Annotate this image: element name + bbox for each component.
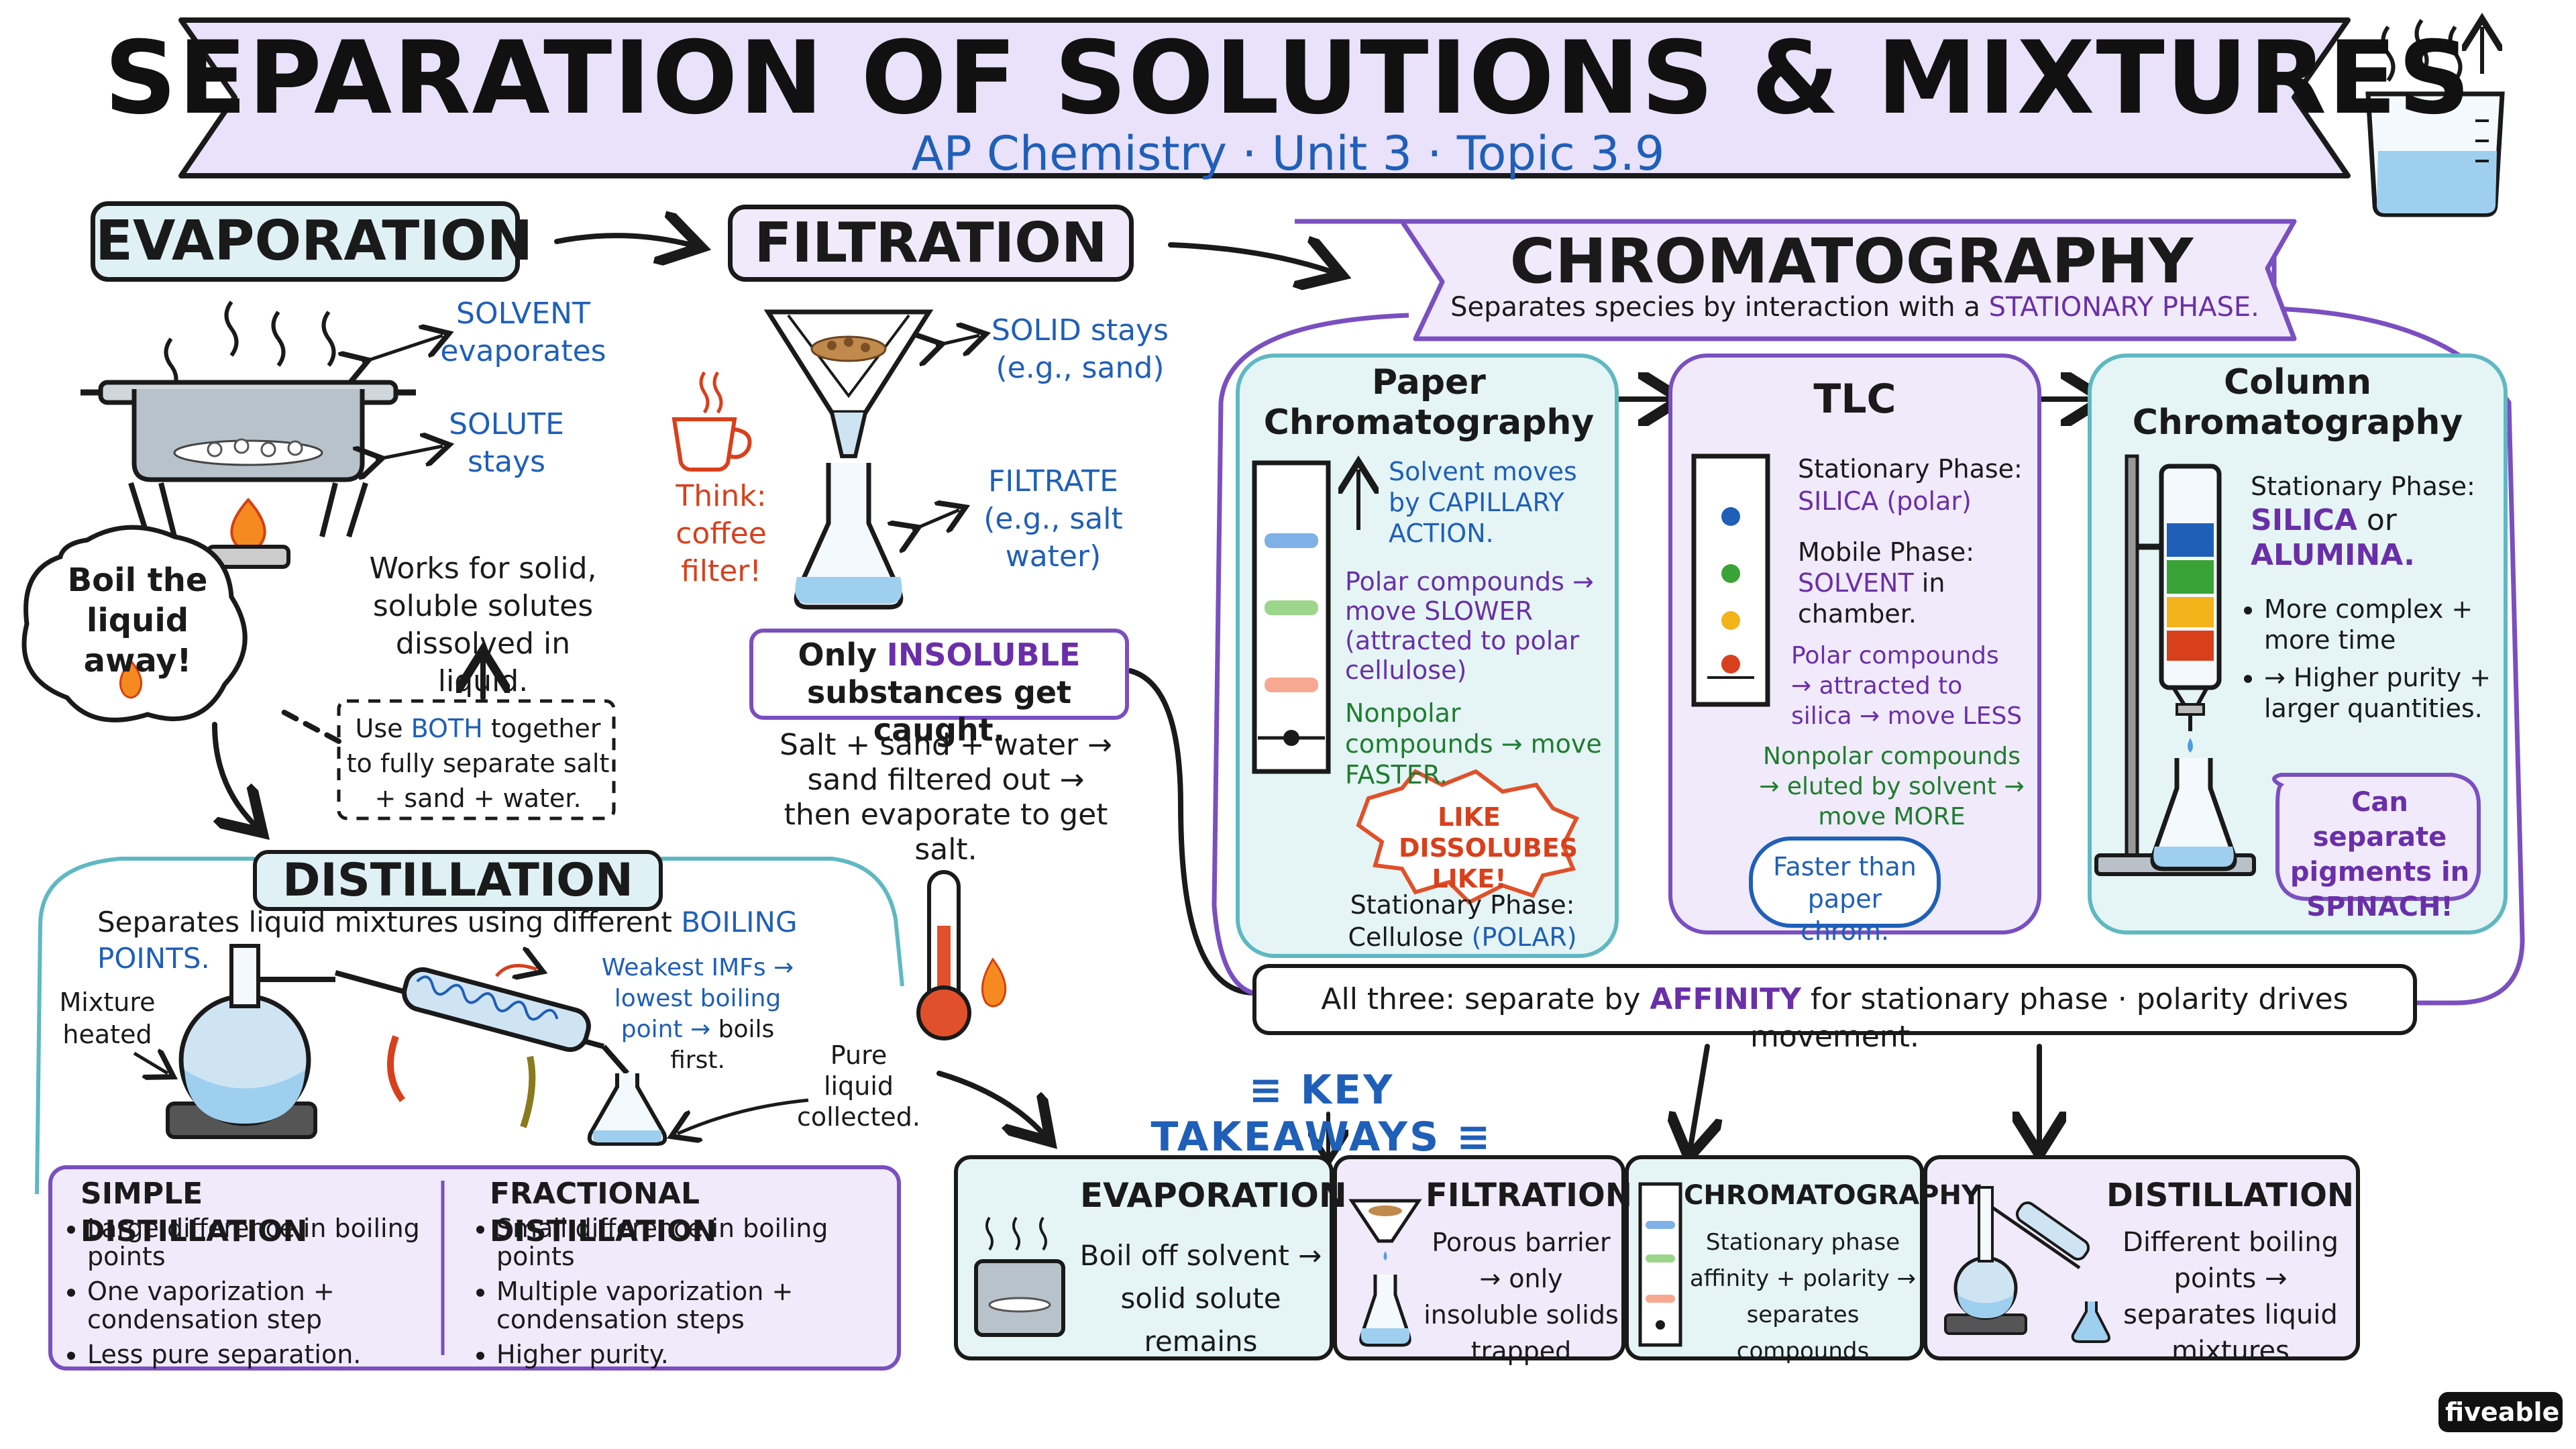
spinach-note: Can separate pigments in SPINACH! — [2290, 787, 2470, 922]
evaporation-heading: EVAPORATION — [91, 201, 533, 282]
mini-strip-icon — [1638, 1182, 1682, 1347]
chromatography-subhead: Separates species by interaction with a … — [1450, 292, 2259, 323]
simple-distillation-title: SIMPLE DISTILLATION — [80, 1177, 308, 1248]
spinach-badge — [2272, 773, 2481, 901]
filtration-heading: FILTRATION — [728, 205, 1134, 282]
list-item: Multiple vaporization + condensation ste… — [496, 1277, 912, 1334]
solid-label: SOLID stays(e.g., sand) — [991, 313, 1169, 385]
sparkle-icon: ≡ — [1440, 1114, 1493, 1161]
list-item: Less pure separation. — [87, 1340, 463, 1368]
column-stationary: Stationary Phase: SILICA or ALUMINA. — [2251, 472, 2475, 572]
takeaway-title: FILTRATION — [1426, 1177, 1632, 1214]
takeaway-body: Boil off solvent → solid solute remains — [1079, 1239, 1322, 1358]
chromatography-footer-box — [1252, 964, 2417, 1035]
like-dissolves-text: LIKE DISSOLUBES LIKE! — [1399, 802, 1578, 894]
takeaway-body: Stationary phase affinity + polarity → s… — [1689, 1229, 1917, 1364]
column-bullet: → Higher purity + larger quantities. — [2264, 662, 2519, 724]
flow-arrows — [212, 235, 2093, 1154]
column-title: Column Chromatography — [2132, 362, 2463, 443]
takeaway-card-chromatography — [1625, 1155, 1924, 1360]
combo-box — [337, 699, 616, 820]
imf-note: Weakest IMFs → lowest boiling point → bo… — [601, 954, 794, 1074]
chromatography-heading: CHROMATOGRAPHY — [1509, 225, 2194, 297]
simple-distillation-list: Large difference in boiling points One v… — [60, 1214, 463, 1375]
thermometer-icon — [916, 870, 1007, 1040]
pure-liquid-label: Pure liquid collected. — [796, 1040, 920, 1132]
evaporation-pot — [80, 301, 443, 569]
tlc-stationary: Stationary Phase:SILICA (polar) — [1798, 454, 2023, 516]
title-banner — [178, 17, 2351, 178]
takeaway-body: Porous barrier → only insoluble solids t… — [1424, 1228, 1619, 1366]
insoluble-callout-box — [749, 629, 1129, 720]
filtration-funnel — [763, 309, 979, 610]
column-apparatus — [2094, 454, 2256, 876]
tlc-plate — [1691, 453, 1770, 707]
chromatography-footer: All three: separate by AFFINITY for stat… — [1321, 982, 2349, 1054]
paper-strip — [1252, 463, 1358, 774]
tlc-faster-note: Faster than paper chrom. — [1773, 852, 1917, 946]
faster-badge — [1749, 837, 1941, 928]
filtration-steps: Salt + sand + water → sand filtered out … — [780, 728, 1112, 867]
fractional-distillation-title: FRACTIONAL DISTILLATION — [490, 1177, 717, 1248]
takeaway-body: Different boiling points → separates liq… — [2123, 1227, 2339, 1366]
list-item: Small difference in boiling points — [496, 1214, 912, 1271]
mixture-heated-label: Mixture heated — [59, 987, 156, 1049]
filtrate-label: FILTRATE(e.g., salt water) — [983, 464, 1123, 574]
coffee-filter-note: Think: coffee filter! — [676, 479, 767, 588]
boil-bubble — [21, 525, 248, 722]
paper-note-capillary: Solvent moves by CAPILLARY ACTION. — [1389, 457, 1577, 548]
tlc-mobile: Mobile Phase: SOLVENT in chamber. — [1798, 537, 1974, 629]
evaporation-note: Works for solid, soluble solutes dissolv… — [369, 551, 597, 698]
distillation-apparatus — [133, 944, 809, 1146]
key-takeaways-heading: ≡ KEY TAKEAWAYS ≡ — [1150, 1067, 1493, 1161]
paper-note-nonpolar: Nonpolar compounds → move FASTER. — [1345, 698, 1602, 790]
sparkle-icon: ≡ — [1248, 1067, 1301, 1114]
distillation-subhead: Separates liquid mixtures using differen… — [97, 906, 798, 975]
mini-funnel-icon — [1348, 1199, 1422, 1347]
distillation-types-box — [48, 1165, 901, 1371]
takeaway-title: DISTILLATION — [2106, 1177, 2355, 1214]
paper-note-polar: Polar compounds → move SLOWER (attracted… — [1345, 567, 1594, 685]
column-bullet: More complex + more time — [2264, 594, 2519, 655]
distillation-heading: DISTILLATION — [282, 854, 633, 907]
page-subtitle: AP Chemistry · Unit 3 · Topic 3.9 — [911, 126, 1665, 181]
tlc-polar-note: Polar compounds → attracted to silica → … — [1791, 642, 2023, 730]
insoluble-note: Only INSOLUBLE substances get caught. — [798, 637, 1081, 748]
paper-title: Paper Chromatography — [1263, 362, 1595, 443]
mini-still-icon — [1944, 1186, 2110, 1343]
list-item: Higher purity. — [496, 1340, 912, 1368]
brand-logo: fiveable — [2445, 1397, 2560, 1427]
takeaway-title: EVAPORATION — [1080, 1176, 1347, 1215]
takeaway-title: CHROMATOGRAPHY — [1684, 1180, 1981, 1211]
mini-pot-icon — [974, 1216, 1065, 1337]
boil-bubble-text: Boil the liquid away! — [67, 561, 208, 680]
column-bullets: More complex + more time → Higher purity… — [2237, 594, 2519, 731]
page-title: SEPARATION OF SOLUTIONS & MIXTURES — [104, 20, 2472, 137]
brand-badge — [2438, 1392, 2563, 1432]
paper-stationary-phase: Stationary Phase: Cellulose (POLAR) — [1348, 890, 1577, 952]
beaker-icon — [2365, 20, 2505, 217]
list-item: Large difference in boiling points — [87, 1214, 463, 1271]
distillation-frame — [35, 850, 904, 1195]
like-dissolves-burst — [1356, 769, 1580, 905]
combo-note: Use BOTH together to fully separate salt… — [346, 714, 610, 813]
fractional-distillation-list: Small difference in boiling points Multi… — [470, 1214, 912, 1375]
tlc-nonpolar-note: Nonpolar compounds → eluted by solvent →… — [1759, 743, 2025, 830]
tlc-title: TLC — [1813, 376, 1896, 423]
list-item: One vaporization + condensation step — [87, 1277, 463, 1334]
coffee-cup-icon — [672, 371, 752, 472]
